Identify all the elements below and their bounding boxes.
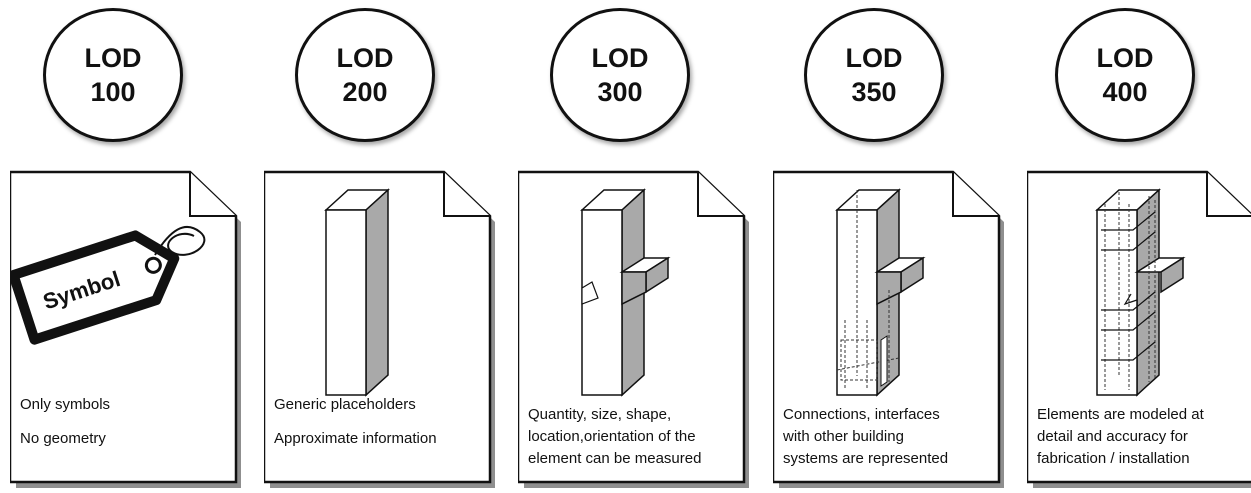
badge-number: 100 xyxy=(90,77,136,107)
lod-300-badge: LOD 300 xyxy=(550,8,690,142)
lod-350-badge: LOD 350 xyxy=(804,8,944,142)
badge-number: 350 xyxy=(851,77,897,107)
badge-label: LOD xyxy=(84,43,142,73)
lod-300-column: LOD 300 Quantity, size, shape, location,… xyxy=(518,0,758,493)
badge-label: LOD xyxy=(845,43,903,73)
generic-column-icon xyxy=(324,188,390,397)
lod-100-description: Only symbols No geometry xyxy=(20,394,230,462)
lod-100-badge: LOD 100 xyxy=(43,8,183,142)
lod-200-description: Generic placeholders Approximate informa… xyxy=(274,394,484,462)
lod-300-description: Quantity, size, shape, location,orientat… xyxy=(528,404,738,470)
symbol-tag-icon: Symbol xyxy=(10,226,206,345)
lod-350-card: Connections, interfaces with other build… xyxy=(773,170,1004,488)
lod-400-column: LOD 400 xyxy=(1027,0,1251,493)
description-line: Elements are modeled at xyxy=(1037,406,1204,423)
description-line: systems are represented xyxy=(783,450,949,467)
lod-100-column: LOD 100 Symbol Only symbols No geometry xyxy=(10,0,250,493)
lod-100-card: Symbol Only symbols No geometry xyxy=(10,170,241,488)
lod-400-badge: LOD 400 xyxy=(1055,8,1195,142)
column-with-connections-icon xyxy=(835,188,926,397)
badge-label: LOD xyxy=(1096,43,1154,73)
lod-200-badge: LOD 200 xyxy=(295,8,435,142)
column-with-reinforcement-icon xyxy=(1095,188,1186,397)
lod-200-column: LOD 200 Generic placeholders Approximate… xyxy=(264,0,504,493)
badge-number: 200 xyxy=(342,77,388,107)
description-line: fabrication / installation xyxy=(1037,450,1190,467)
badge-label: LOD xyxy=(591,43,649,73)
description-line: with other building xyxy=(783,428,904,445)
description-line: Generic placeholders xyxy=(274,396,416,413)
lod-400-card: Elements are modeled at detail and accur… xyxy=(1027,170,1251,488)
badge-number: 400 xyxy=(1102,77,1148,107)
description-line: Connections, interfaces xyxy=(783,406,940,423)
lod-200-card: Generic placeholders Approximate informa… xyxy=(264,170,495,488)
description-line: No geometry xyxy=(20,430,106,447)
description-line: Quantity, size, shape, xyxy=(528,406,672,423)
badge-number: 300 xyxy=(597,77,643,107)
description-line: Approximate information xyxy=(274,430,437,447)
lod-400-description: Elements are modeled at detail and accur… xyxy=(1037,404,1247,470)
lod-300-card: Quantity, size, shape, location,orientat… xyxy=(518,170,749,488)
lod-350-description: Connections, interfaces with other build… xyxy=(783,404,993,470)
description-line: Only symbols xyxy=(20,396,111,413)
lod-350-column: LOD 350 xyxy=(773,0,1013,493)
column-with-corbel-icon xyxy=(580,188,671,397)
description-line: location,orientation of the xyxy=(528,428,696,445)
badge-label: LOD xyxy=(336,43,394,73)
description-line: detail and accuracy for xyxy=(1037,428,1188,445)
description-line: element can be measured xyxy=(528,450,702,467)
